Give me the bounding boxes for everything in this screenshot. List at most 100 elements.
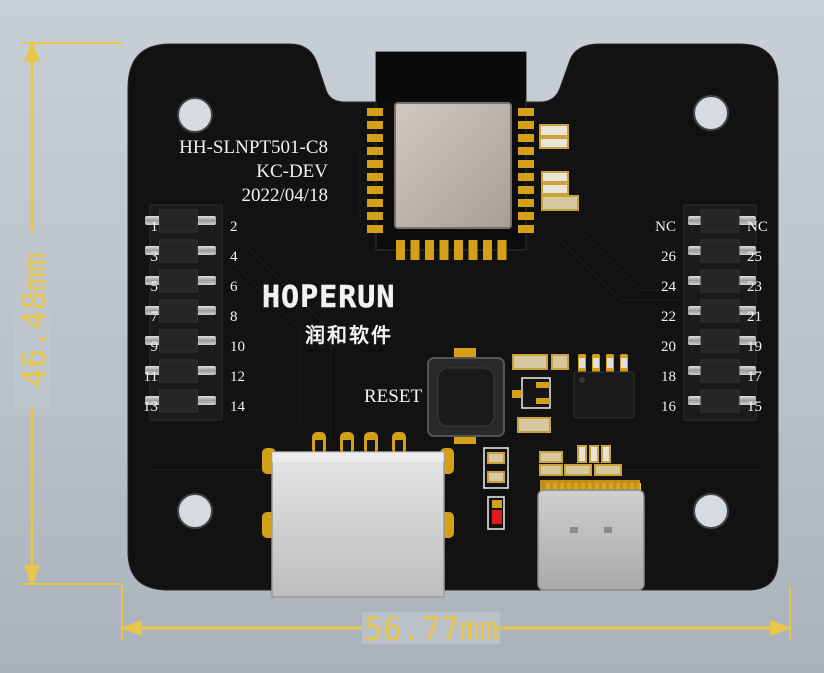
wifi-module — [367, 51, 534, 260]
left-pin-label-even: 12 — [230, 369, 245, 385]
left-pin-label-even: 6 — [230, 279, 238, 295]
right-pin-label-right: 21 — [747, 309, 762, 325]
module-pad — [410, 240, 420, 260]
passives-bottom — [539, 445, 622, 476]
right-pin-label-right: NC — [747, 219, 768, 235]
header-housing — [700, 389, 740, 413]
left-pin-label-odd: 7 — [151, 309, 159, 325]
right-pin-label-right: 15 — [747, 399, 762, 415]
module-pads-right — [518, 108, 534, 233]
soic8-chip — [573, 354, 635, 419]
header-housing — [700, 299, 740, 323]
reset-label: RESET — [364, 386, 422, 407]
module-pad — [518, 225, 534, 233]
module-pad — [518, 173, 534, 181]
header-housing — [700, 329, 740, 353]
left-pin-label-even: 4 — [230, 249, 238, 265]
module-pad — [518, 134, 534, 142]
right-pin-label-left: 22 — [661, 309, 676, 325]
left-pin-label-even: 10 — [230, 339, 245, 355]
header-housing — [700, 209, 740, 233]
header-housing — [159, 329, 198, 353]
module-pad — [367, 108, 383, 116]
right-pin-label-left: 20 — [661, 339, 676, 355]
svg-text:润和软件: 润和软件 — [305, 323, 393, 347]
left-pin-label-even: 2 — [230, 219, 238, 235]
header-housing — [159, 359, 198, 383]
module-pad — [518, 108, 534, 116]
left-pin-label-odd: 11 — [144, 369, 158, 385]
regulator-area — [512, 354, 569, 433]
left-pin-label-odd: 5 — [151, 279, 159, 295]
left-pin-header — [145, 204, 223, 421]
sd-pin-hole — [343, 440, 351, 454]
soic-pin-lead — [593, 358, 599, 368]
sd-pin-hole — [367, 440, 375, 454]
module-pad — [454, 240, 463, 260]
module-pad — [518, 121, 534, 129]
soic-pin-lead — [579, 358, 585, 368]
mounting-hole — [693, 95, 729, 131]
left-pin-label-odd: 13 — [143, 399, 158, 415]
sd-pin-hole — [395, 440, 403, 454]
sd-card-connector — [262, 432, 454, 598]
hoperun-logo: HOPERUN 润和软件 — [262, 280, 395, 347]
header-housing — [700, 359, 740, 383]
right-pin-label-right: 23 — [747, 279, 762, 295]
mounting-hole — [693, 493, 729, 529]
right-pin-label-left: NC — [655, 219, 676, 235]
module-pad — [518, 212, 534, 220]
width-dimension-label: 56.77mm — [364, 610, 499, 648]
soic-pin-lead — [607, 358, 613, 368]
sd-pin-hole — [315, 440, 323, 454]
right-pin-label-right: 19 — [747, 339, 762, 355]
right-pin-label-left: 26 — [661, 249, 677, 265]
header-housing — [700, 239, 740, 263]
right-pin-header — [683, 204, 757, 421]
header-housing — [159, 209, 198, 233]
mounting-hole — [177, 97, 213, 133]
module-pad — [367, 173, 383, 181]
board-variant-text: KC-DEV — [256, 161, 328, 182]
module-pad — [518, 186, 534, 194]
module-pad — [367, 160, 383, 168]
board-date-text: 2022/04/18 — [241, 185, 328, 206]
right-pin-label-right: 17 — [747, 369, 763, 385]
passives-top-right — [539, 124, 579, 211]
module-pads-left — [367, 108, 383, 233]
left-pin-label-even: 14 — [230, 399, 246, 415]
module-pad — [518, 199, 534, 207]
right-pin-label-left: 18 — [661, 369, 676, 385]
module-pad — [367, 199, 383, 207]
header-housing — [159, 389, 198, 413]
svg-text:HOPERUN: HOPERUN — [262, 280, 395, 315]
module-pad — [367, 121, 383, 129]
module-pad — [468, 240, 478, 260]
left-pin-label-odd: 3 — [151, 249, 159, 265]
header-housing — [159, 299, 198, 323]
led-area — [483, 447, 509, 530]
left-pin-label-even: 8 — [230, 309, 238, 325]
module-pad — [367, 186, 383, 194]
mounting-hole — [177, 493, 213, 529]
module-pad — [439, 240, 449, 260]
module-pad — [367, 147, 383, 155]
module-pad — [483, 240, 492, 260]
pcb-traces — [150, 150, 760, 471]
module-pad — [425, 240, 434, 260]
module-pad — [518, 147, 534, 155]
module-pads-bottom — [396, 240, 507, 260]
mounting-holes — [177, 95, 729, 529]
header-housing — [159, 269, 198, 293]
left-pin-label-odd: 1 — [151, 219, 159, 235]
header-housing — [700, 269, 740, 293]
module-pad — [497, 240, 507, 260]
module-pad — [396, 240, 405, 260]
right-pin-label-right: 25 — [747, 249, 762, 265]
module-pad — [367, 134, 383, 142]
usb-c-connector — [537, 480, 645, 591]
right-pin-label-left: 24 — [661, 279, 677, 295]
right-pin-label-left: 16 — [661, 399, 677, 415]
